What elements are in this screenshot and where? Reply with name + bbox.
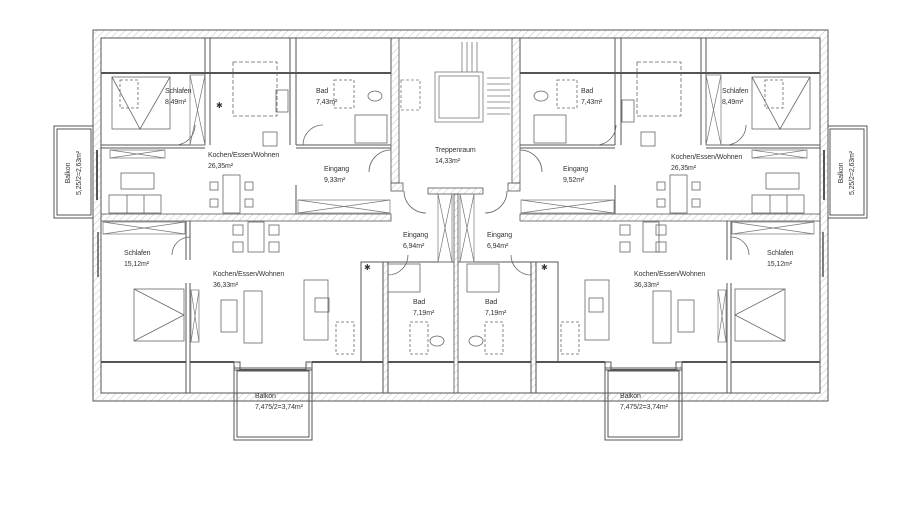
smoke-detector-icon: ✱: [541, 263, 548, 272]
furniture: [108, 61, 805, 355]
windows: [97, 232, 824, 277]
wardrobes: [102, 74, 815, 343]
smoke-detector-icon: ✱: [216, 101, 223, 110]
bath-fixtures: [333, 79, 578, 355]
doors: [171, 124, 750, 276]
staircase: [400, 42, 510, 123]
middle-wall: [100, 213, 821, 222]
balcony-left: [53, 125, 98, 219]
walls-bottom-left: [101, 221, 454, 441]
stair-walls: [390, 37, 521, 394]
walls-top-left: [100, 37, 392, 214]
beds: [111, 76, 811, 342]
smoke-detector-icon: ✱: [364, 263, 371, 272]
balcony-right: [823, 125, 868, 219]
